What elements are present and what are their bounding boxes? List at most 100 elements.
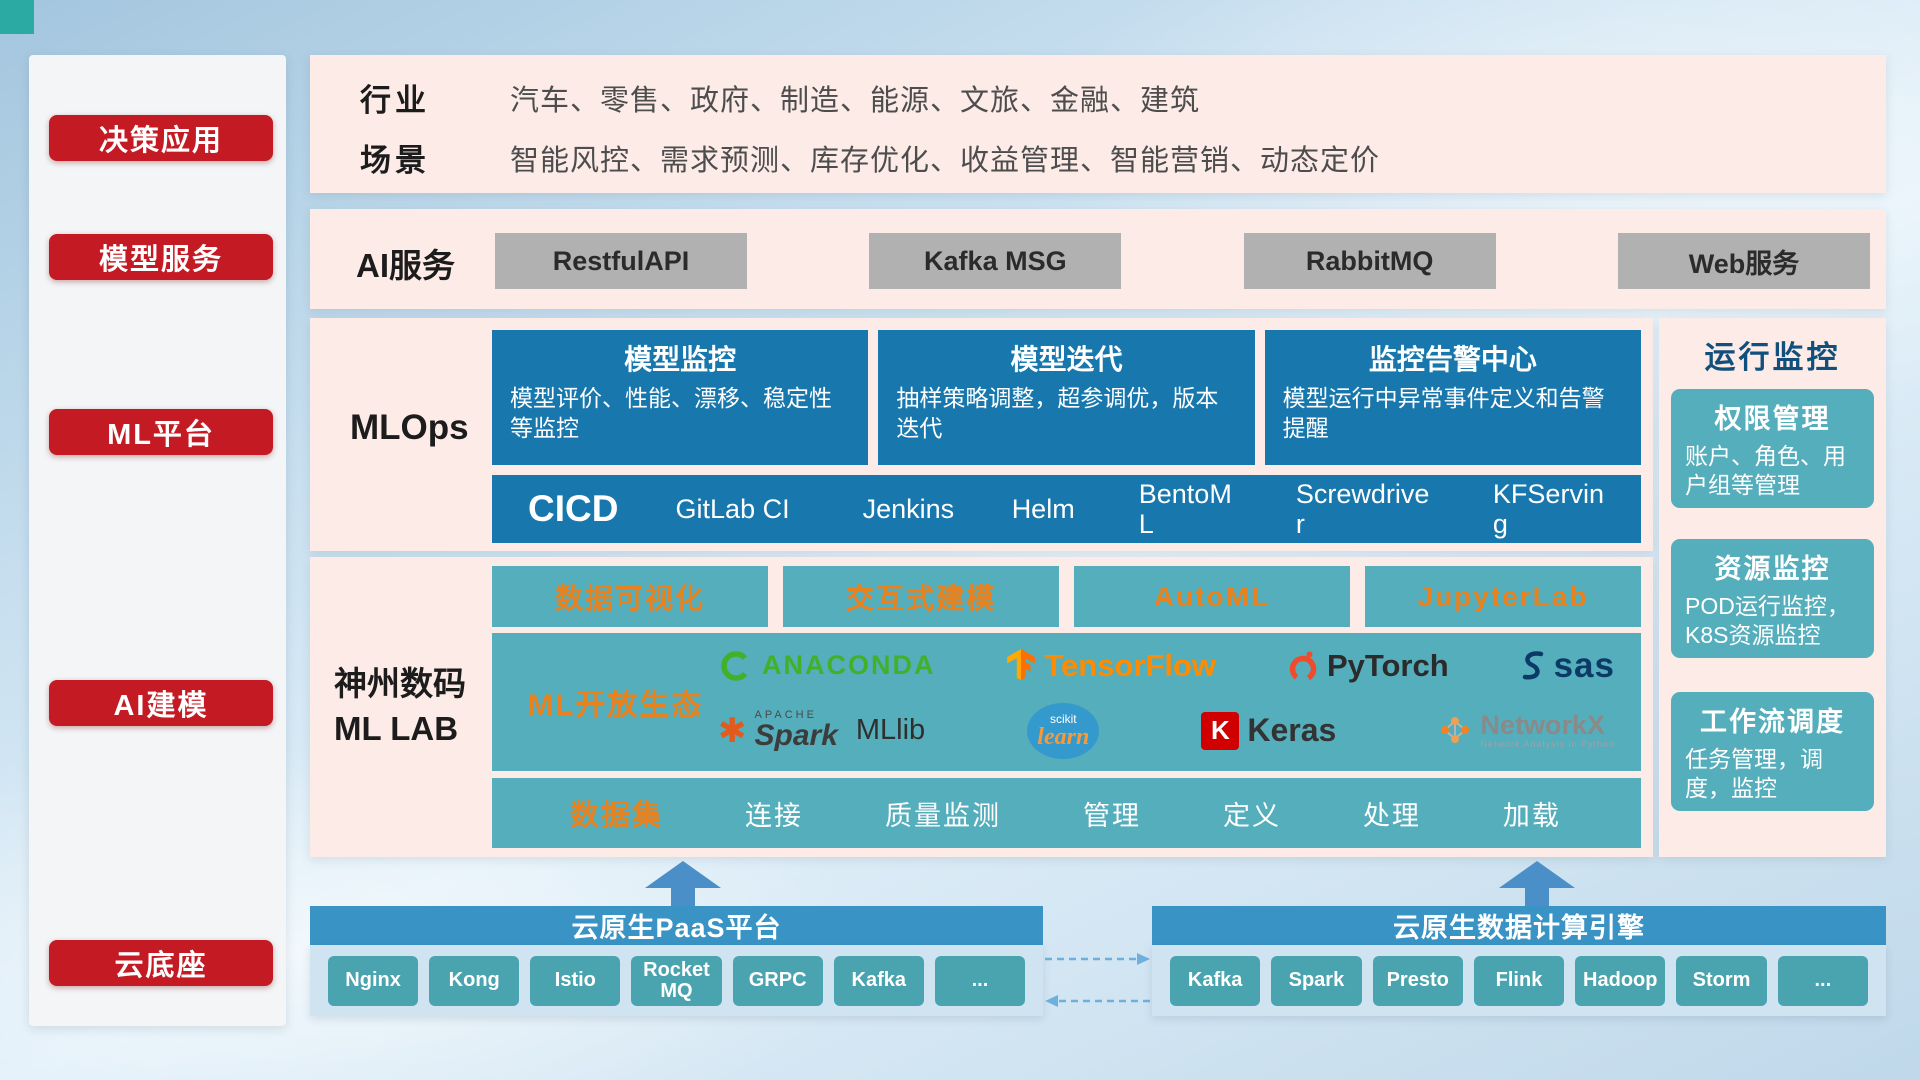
networkx-icon	[1441, 717, 1470, 744]
scikit-sublabel: scikit	[1049, 711, 1077, 726]
tensorflow-icon	[1007, 648, 1036, 680]
paas-platform-header: 云原生PaaS平台	[310, 906, 1043, 945]
ai-service-list: RestfulAPI Kafka MSG RabbitMQ Web服务	[495, 233, 1870, 289]
ai-service-panel: AI服务 RestfulAPI Kafka MSG RabbitMQ Web服务	[310, 209, 1886, 309]
scikit-learn-logo: scikit learn	[1027, 702, 1100, 759]
scene-label: 场景	[360, 143, 430, 178]
dataset-row: 数据集 连接 质量监测 管理 定义 处理 加载	[492, 778, 1641, 848]
keras-wordmark: Keras	[1247, 712, 1337, 748]
paas-item-rocketmq: RocketMQ	[631, 955, 722, 1006]
mllib-label: MLlib	[855, 714, 926, 746]
scikit-learn-wordmark: learn	[1037, 723, 1090, 750]
ecosystem-logo-row-1: ANACONDA TensorFlow	[718, 646, 1615, 686]
layer-badge-model-service: 模型服务	[49, 234, 273, 280]
card-desc: 账户、角色、用户组等管理	[1685, 443, 1846, 498]
card-title: 模型迭代	[1010, 344, 1123, 375]
permission-management-card: 权限管理 账户、角色、用户组等管理	[1671, 389, 1874, 508]
dataset-label: 数据集	[570, 800, 664, 832]
cicd-bar: CICD GitLab CI Jenkins Helm BentoML Scre…	[492, 475, 1641, 543]
engine-item-storm: Storm	[1676, 955, 1767, 1006]
workflow-scheduling-card: 工作流调度 任务管理，调度，监控	[1671, 692, 1874, 811]
engine-item-presto: Presto	[1372, 955, 1463, 1006]
card-desc: 任务管理，调度，监控	[1685, 746, 1823, 801]
spark-icon: ✱	[718, 711, 747, 750]
alert-center-card: 监控告警中心 模型运行中异常事件定义和告警提醒	[1264, 330, 1641, 465]
cicd-tool-gitlab-ci: GitLab CI	[675, 493, 790, 524]
ml-lab-label: 神州数码 ML LAB	[334, 662, 466, 751]
model-iteration-card: 模型迭代 抽样策略调整，超参调优，版本迭代	[878, 330, 1255, 465]
keras-icon: K	[1201, 711, 1240, 750]
ml-lab-label-line1: 神州数码	[334, 665, 466, 702]
tool-data-visualization: 数据可视化	[492, 566, 768, 627]
arrow-stem	[671, 888, 695, 907]
runtime-monitor-title: 运行监控	[1704, 340, 1841, 375]
dataset-item-connect: 连接	[745, 800, 803, 831]
pytorch-wordmark: PyTorch	[1326, 647, 1449, 683]
pytorch-logo: PyTorch	[1287, 648, 1449, 684]
apache-sublabel: APACHE	[754, 709, 817, 721]
dataset-item-quality: 质量监测	[884, 800, 1001, 831]
networkx-wordmark: NetworkX Network Analysis in Python	[1480, 709, 1615, 751]
data-engine-header: 云原生数据计算引擎	[1152, 906, 1886, 945]
ml-ecosystem-logos: ANACONDA TensorFlow	[718, 637, 1615, 767]
keras-logo: K Keras	[1201, 711, 1337, 750]
ecosystem-logo-row-2: ✱ APACHE Spark MLlib scikit learn	[718, 702, 1615, 759]
paas-item-istio: Istio	[530, 955, 621, 1006]
apache-spark-logo: ✱ APACHE Spark MLlib	[718, 710, 925, 751]
layer-rail: 决策应用 模型服务 ML平台 AI建模 云底座	[29, 55, 286, 1026]
industry-scene-panel: 行业 汽车、零售、政府、制造、能源、文旅、金融、建筑 场景 智能风控、需求预测、…	[310, 55, 1886, 193]
paas-item-nginx: Nginx	[328, 955, 419, 1006]
scene-list: 智能风控、需求预测、库存优化、收益管理、智能营销、动态定价	[510, 145, 1381, 177]
industry-list: 汽车、零售、政府、制造、能源、文旅、金融、建筑	[510, 85, 1201, 117]
anaconda-icon	[721, 650, 751, 681]
data-engine-items: Kafka Spark Presto Flink Hadoop Storm ..…	[1152, 945, 1886, 1016]
tool-interactive-modeling: 交互式建模	[783, 566, 1059, 627]
engine-item-more: ...	[1777, 955, 1868, 1006]
arrow-head	[1499, 861, 1575, 888]
corner-accent-square	[0, 0, 34, 34]
cicd-tool-bentoml: BentoML	[1138, 478, 1232, 539]
card-title: 权限管理	[1714, 404, 1831, 434]
cicd-label: CICD	[528, 488, 619, 529]
card-desc: POD运行监控，K8S资源监控	[1685, 593, 1850, 648]
card-title: 工作流调度	[1700, 707, 1845, 737]
cicd-tool-jenkins: Jenkins	[862, 493, 955, 524]
networkx-logo: NetworkX Network Analysis in Python	[1438, 709, 1615, 751]
networkx-name: NetworkX	[1480, 709, 1605, 740]
mlops-label: MLOps	[350, 408, 469, 447]
card-desc: 模型评价、性能、漂移、稳定性等监控	[510, 385, 832, 441]
resource-monitoring-card: 资源监控 POD运行监控，K8S资源监控	[1671, 539, 1874, 658]
paas-item-more: ...	[934, 955, 1025, 1006]
arrow-head	[645, 861, 721, 888]
networkx-sublabel: Network Analysis in Python	[1480, 739, 1615, 750]
ml-ecosystem-label: ML开放生态	[528, 689, 704, 722]
pytorch-icon	[1289, 651, 1317, 682]
dataset-item-load: 加载	[1502, 800, 1561, 831]
anaconda-logo: ANACONDA	[718, 648, 936, 684]
ml-lab-panel: 神州数码 ML LAB 数据可视化 交互式建模 AutoML JupyterLa…	[310, 557, 1653, 857]
mlops-card-list: 模型监控 模型评价、性能、漂移、稳定性等监控 模型迭代 抽样策略调整，超参调优，…	[492, 330, 1641, 465]
ml-lab-label-line2: ML LAB	[334, 709, 459, 747]
tool-automl: AutoML	[1074, 566, 1350, 627]
tool-jupyterlab: JupyterLab	[1365, 566, 1641, 627]
card-title: 资源监控	[1714, 554, 1831, 584]
model-monitoring-card: 模型监控 模型评价、性能、漂移、稳定性等监控	[492, 330, 869, 465]
cicd-tool-screwdriver: Screwdriver	[1295, 478, 1430, 539]
sas-logo: sas	[1520, 646, 1615, 686]
service-restfulapi: RestfulAPI	[495, 233, 747, 289]
service-kafka-msg: Kafka MSG	[869, 233, 1122, 289]
card-title: 监控告警中心	[1368, 344, 1537, 375]
service-rabbitmq: RabbitMQ	[1243, 233, 1496, 289]
runtime-monitor-panel: 运行监控 权限管理 账户、角色、用户组等管理 资源监控 POD运行监控，K8S资…	[1659, 318, 1886, 857]
card-desc: 模型运行中异常事件定义和告警提醒	[1282, 385, 1605, 441]
tensorflow-wordmark: TensorFlow	[1044, 647, 1217, 683]
engine-item-hadoop: Hadoop	[1575, 955, 1666, 1006]
dataset-item-manage: 管理	[1082, 800, 1141, 831]
layer-badge-ai-modeling: AI建模	[49, 680, 273, 726]
engine-item-flink: Flink	[1473, 955, 1565, 1006]
layer-badge-cloud-base: 云底座	[49, 940, 273, 986]
data-flow-arrows	[1045, 953, 1150, 1007]
up-arrow-paas	[645, 861, 721, 907]
mlops-panel: MLOps 模型监控 模型评价、性能、漂移、稳定性等监控 模型迭代 抽样策略调整…	[310, 318, 1653, 551]
